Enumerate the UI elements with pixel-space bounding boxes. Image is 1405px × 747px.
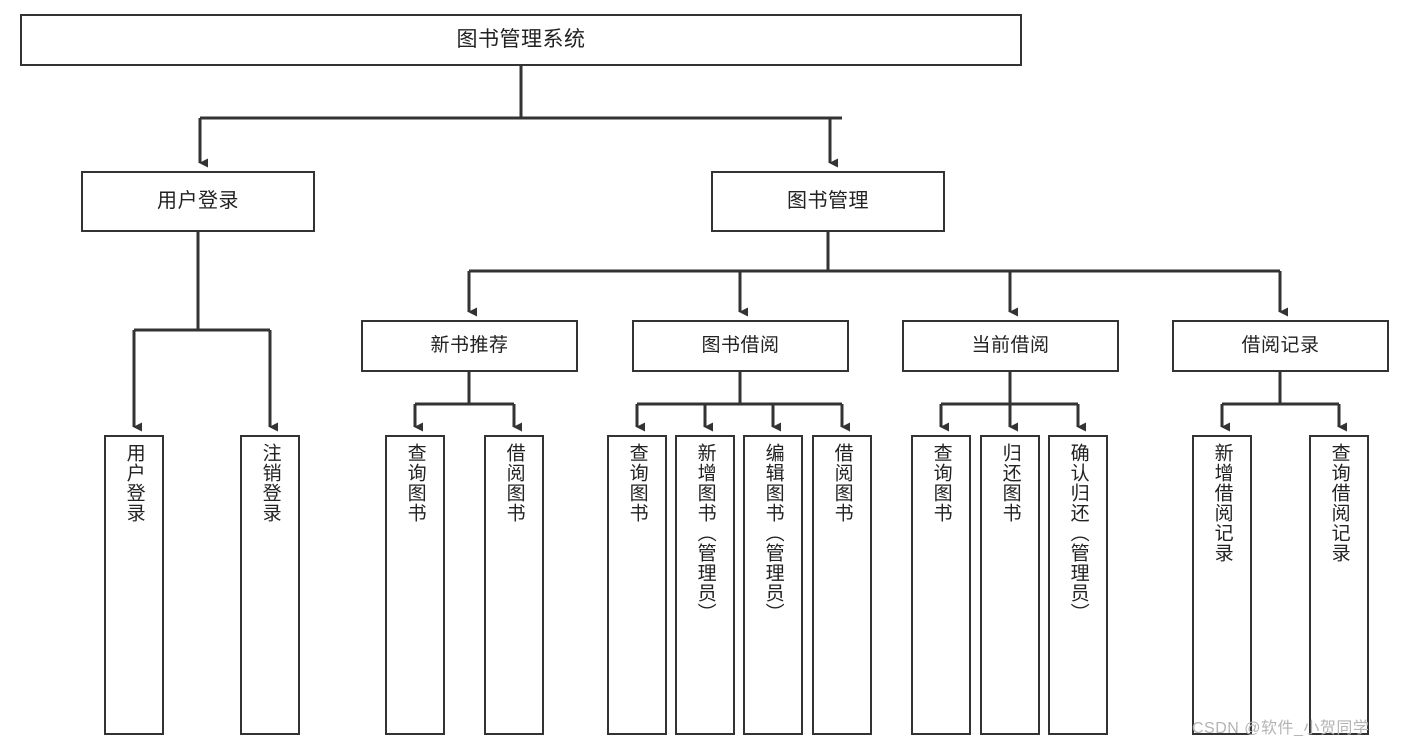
node-system-root[interactable]: 图书管理系统	[20, 14, 1022, 66]
node-label: 编辑图书（管理员）	[762, 443, 784, 623]
watermark-text: CSDN @软件_小贺同学	[1192, 720, 1370, 737]
node-label: 借阅记录	[1241, 335, 1320, 357]
node-label: 查询图书	[404, 443, 426, 523]
node-label: 用户登录	[123, 443, 145, 523]
node-leaf-borrow-book-1[interactable]: 借阅图书	[484, 435, 544, 735]
node-leaf-borrow-book-2[interactable]: 借阅图书	[812, 435, 872, 735]
node-leaf-return-book[interactable]: 归还图书	[980, 435, 1040, 735]
node-label: 新书推荐	[430, 335, 509, 357]
node-label: 查询图书	[930, 443, 952, 523]
node-label: 用户登录	[157, 190, 239, 212]
node-label: 确认归还（管理员）	[1067, 443, 1089, 623]
node-current-borrow[interactable]: 当前借阅	[902, 320, 1119, 372]
node-label: 新增图书（管理员）	[694, 443, 716, 623]
node-new-book[interactable]: 新书推荐	[361, 320, 578, 372]
node-leaf-user-login[interactable]: 用户登录	[104, 435, 164, 735]
node-book-manage[interactable]: 图书管理	[711, 171, 945, 232]
node-label: 归还图书	[999, 443, 1021, 523]
node-label: 查询借阅记录	[1328, 443, 1350, 563]
node-label: 当前借阅	[971, 335, 1050, 357]
node-label: 借阅图书	[831, 443, 853, 523]
node-label: 注销登录	[259, 443, 281, 523]
node-label: 图书管理系统	[456, 27, 586, 51]
node-leaf-query-book-1[interactable]: 查询图书	[385, 435, 445, 735]
node-user-login[interactable]: 用户登录	[81, 171, 315, 232]
node-label: 借阅图书	[503, 443, 525, 523]
node-leaf-add-record[interactable]: 新增借阅记录	[1192, 435, 1252, 735]
node-leaf-query-record[interactable]: 查询借阅记录	[1309, 435, 1369, 735]
node-label: 新增借阅记录	[1211, 443, 1233, 563]
node-borrow-record[interactable]: 借阅记录	[1172, 320, 1389, 372]
node-book-borrow[interactable]: 图书借阅	[632, 320, 849, 372]
node-leaf-add-book[interactable]: 新增图书（管理员）	[675, 435, 735, 735]
node-label: 图书管理	[787, 190, 869, 212]
node-label: 图书借阅	[701, 335, 780, 357]
node-leaf-edit-book[interactable]: 编辑图书（管理员）	[743, 435, 803, 735]
node-leaf-query-book-3[interactable]: 查询图书	[911, 435, 971, 735]
node-leaf-logout-login[interactable]: 注销登录	[240, 435, 300, 735]
node-leaf-query-book-2[interactable]: 查询图书	[607, 435, 667, 735]
node-leaf-confirm-return[interactable]: 确认归还（管理员）	[1048, 435, 1108, 735]
node-label: 查询图书	[626, 443, 648, 523]
